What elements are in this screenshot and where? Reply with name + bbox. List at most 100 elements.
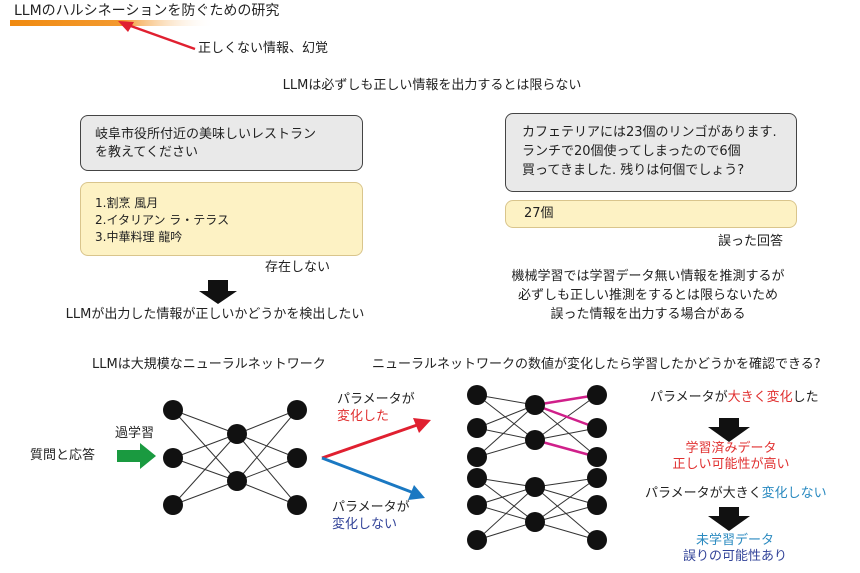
down-arrow-icon bbox=[199, 280, 237, 304]
changed-label: パラメータが bbox=[337, 392, 415, 407]
network-node bbox=[227, 424, 247, 444]
network-edge bbox=[476, 486, 536, 506]
down-arrow-icon bbox=[708, 507, 750, 531]
network-node bbox=[467, 530, 487, 550]
network-node bbox=[287, 400, 307, 420]
result-changed-heading: パラメータが大きく変化した bbox=[650, 390, 819, 406]
explanation-line: 誤った情報を出力する場合がある bbox=[550, 307, 746, 322]
network-node bbox=[525, 512, 545, 532]
detection-goal: LLMが出力した情報が正しいかどうかを検出したい bbox=[65, 307, 365, 322]
network-node bbox=[467, 495, 487, 515]
highlighted-edge bbox=[534, 438, 598, 459]
right-network-heading: ニューラルネットワークの数値が変化したら学習したかどうかを確認できる? bbox=[372, 357, 821, 372]
network-edge bbox=[172, 433, 238, 459]
red-arrow-changed bbox=[321, 418, 431, 460]
answer-line: 2.イタリアン ラ・テラス bbox=[95, 213, 230, 227]
text: パラメータが大きく bbox=[645, 486, 762, 501]
down-arrow-icon bbox=[708, 418, 750, 442]
answer-line: 3.中華料理 龍吟 bbox=[95, 230, 183, 244]
network-node bbox=[587, 385, 607, 405]
subtitle: LLMは必ずしも正しい情報を出力するとは限らない bbox=[282, 78, 582, 93]
trained-conclusion: 正しい可能性が高い bbox=[672, 457, 790, 472]
network-node bbox=[587, 447, 607, 467]
hallucination-note: 正しくない情報、幻覚 bbox=[198, 41, 329, 56]
network-node bbox=[227, 471, 247, 491]
overfit-label: 過学習 bbox=[115, 426, 155, 441]
left-network-heading: LLMは大規模なニューラルネットワーク bbox=[92, 357, 326, 372]
network-node bbox=[467, 468, 487, 488]
network-edge bbox=[476, 521, 536, 541]
question-line: を教えてください bbox=[95, 145, 198, 160]
network-edge bbox=[236, 457, 298, 482]
page-title: LLMのハルシネーションを防ぐための研究 bbox=[14, 3, 280, 19]
right-answer-bubble: 27個 bbox=[505, 200, 797, 228]
answer-line: 1.割烹 風月 bbox=[95, 196, 159, 210]
highlight: 変化しない bbox=[761, 486, 827, 501]
answer-value: 27個 bbox=[524, 206, 554, 221]
network-node bbox=[163, 448, 183, 468]
red-pointer-arrow bbox=[118, 21, 196, 51]
left-question-bubble: 岐阜市役所付近の美味しいレストラン を教えてください bbox=[80, 115, 363, 171]
network-edge bbox=[236, 409, 298, 482]
explanation-line: 必ずしも正しい推測をするとは限らないため bbox=[517, 288, 779, 303]
unchanged-label: 変化しない bbox=[332, 517, 398, 532]
network-node bbox=[287, 495, 307, 515]
untrained-conclusion: 誤りの可能性あり bbox=[682, 549, 788, 564]
network-edge bbox=[476, 404, 536, 458]
question-line: 岐阜市役所付近の美味しいレストラン bbox=[95, 127, 317, 142]
network-node bbox=[587, 468, 607, 488]
question-line: 買ってきました. 残りは何個でしょう? bbox=[522, 163, 745, 178]
network-edge bbox=[534, 477, 598, 488]
network-edge bbox=[476, 394, 536, 441]
unchanged-label: パラメータが bbox=[332, 500, 410, 515]
network-edge bbox=[236, 480, 298, 506]
result-unchanged-heading: パラメータが大きく変化しない bbox=[645, 486, 827, 502]
network-edge bbox=[476, 486, 536, 541]
network-edge bbox=[534, 404, 598, 458]
wrong-answer-note: 誤った回答 bbox=[718, 234, 784, 249]
network-edge bbox=[172, 480, 238, 506]
network-edge bbox=[534, 504, 598, 523]
network-edge bbox=[534, 477, 598, 523]
network-node bbox=[587, 530, 607, 550]
explanation-line: 機械学習では学習データ無い情報を推測するが bbox=[511, 269, 785, 284]
network-edge bbox=[534, 486, 598, 506]
question-line: ランチで20個使ってしまったので6個 bbox=[522, 144, 741, 159]
title-underline-bar bbox=[10, 20, 215, 26]
highlight: 大きく変化 bbox=[727, 390, 793, 405]
highlighted-edge bbox=[534, 393, 598, 407]
network-edge bbox=[476, 404, 536, 429]
input-label: 質問と応答 bbox=[30, 448, 96, 463]
network-edge bbox=[172, 433, 238, 506]
network-node bbox=[587, 418, 607, 438]
network-node bbox=[525, 430, 545, 450]
network-node bbox=[525, 395, 545, 415]
nonexistent-note: 存在しない bbox=[265, 260, 331, 275]
network-edge bbox=[534, 427, 598, 441]
network-node bbox=[467, 447, 487, 467]
green-arrow-icon bbox=[117, 443, 156, 469]
changed-label: 変化した bbox=[337, 409, 390, 424]
network-node bbox=[467, 418, 487, 438]
network-edge bbox=[534, 521, 598, 541]
network-edge bbox=[236, 409, 298, 435]
network-node bbox=[287, 448, 307, 468]
untrained-conclusion: 未学習データ bbox=[695, 533, 775, 548]
network-node bbox=[163, 495, 183, 515]
right-question-bubble: カフェテリアには23個のリンゴがあります. ランチで20個使ってしまったので6個… bbox=[505, 113, 797, 192]
text: した bbox=[792, 390, 819, 405]
left-answer-bubble: 1.割烹 風月 2.イタリアン ラ・テラス 3.中華料理 龍吟 bbox=[80, 182, 363, 256]
network-edge bbox=[476, 477, 536, 523]
question-line: カフェテリアには23個のリンゴがあります. bbox=[522, 125, 777, 140]
blue-arrow-unchanged bbox=[321, 456, 425, 500]
network-node bbox=[163, 400, 183, 420]
network-node bbox=[467, 385, 487, 405]
network-node bbox=[525, 477, 545, 497]
network-edge bbox=[476, 439, 536, 458]
network-edge bbox=[172, 409, 238, 435]
highlighted-edge bbox=[534, 403, 598, 430]
text: パラメータが bbox=[650, 390, 728, 405]
trained-conclusion: 学習済みデータ bbox=[685, 441, 777, 456]
